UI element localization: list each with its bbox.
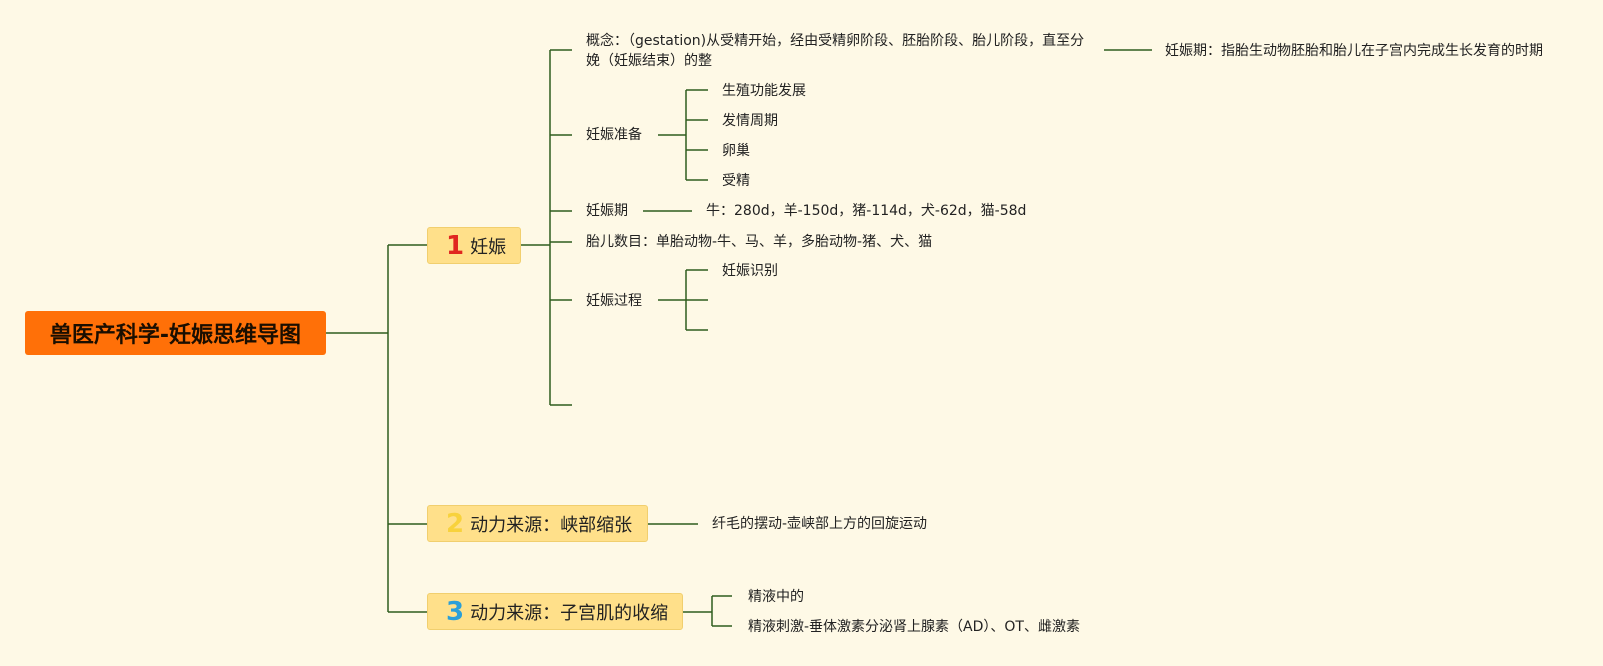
topic-period-values[interactable]: 牛：280d，羊-150d，猪-114d，犬-62d，猫-58d [706, 203, 1027, 219]
branch-3-label: 动力来源：子宫肌的收缩 [470, 602, 669, 624]
topic-prep[interactable]: 妊娠准备 [586, 127, 642, 143]
topic-prep-item[interactable]: 受精 [722, 173, 750, 189]
branch-2-label: 动力来源：峡部缩张 [470, 514, 633, 536]
topic-process[interactable]: 妊娠过程 [586, 293, 642, 309]
topic-prep-item[interactable]: 生殖功能发展 [722, 83, 806, 99]
topic-concept-definition[interactable]: 妊娠期：指胎生动物胚胎和胎儿在子宫内完成生长发育的时期 [1165, 43, 1543, 59]
topic-period[interactable]: 妊娠期 [586, 203, 628, 219]
topic-b2-child[interactable]: 纤毛的摆动-壶峡部上方的回旋运动 [712, 516, 928, 532]
topic-b3-item[interactable]: 精液刺激-垂体激素分泌肾上腺素（AD）、OT、雌激素 [748, 619, 1080, 635]
topic-b3-item[interactable]: 精液中的 [748, 589, 804, 605]
branch-2-number: 2 [446, 508, 465, 539]
topic-process-item[interactable]: 妊娠识别 [722, 263, 778, 279]
branch-1-label: 妊娠 [470, 236, 507, 258]
topic-prep-item[interactable]: 卵巢 [722, 143, 750, 159]
branch-2[interactable]: 2 动力来源：峡部缩张 [427, 505, 648, 542]
topic-concept[interactable]: 概念：（gestation)从受精开始，经由受精卵阶段、胚胎阶段、胎儿阶段，直至… [586, 33, 1085, 69]
root-topic-label: 兽医产科学-妊娠思维导图 [49, 323, 302, 348]
topic-prep-item[interactable]: 发情周期 [722, 113, 778, 129]
root-topic[interactable]: 兽医产科学-妊娠思维导图 [25, 311, 326, 355]
branch-1-number: 1 [446, 230, 465, 261]
topic-fetus-count[interactable]: 胎儿数目：单胎动物-牛、马、羊，多胎动物-猪、犬、猫 [586, 234, 933, 250]
branch-1[interactable]: 1 妊娠 [427, 227, 521, 264]
branch-3-number: 3 [446, 596, 465, 627]
branch-3[interactable]: 3 动力来源：子宫肌的收缩 [427, 593, 683, 630]
